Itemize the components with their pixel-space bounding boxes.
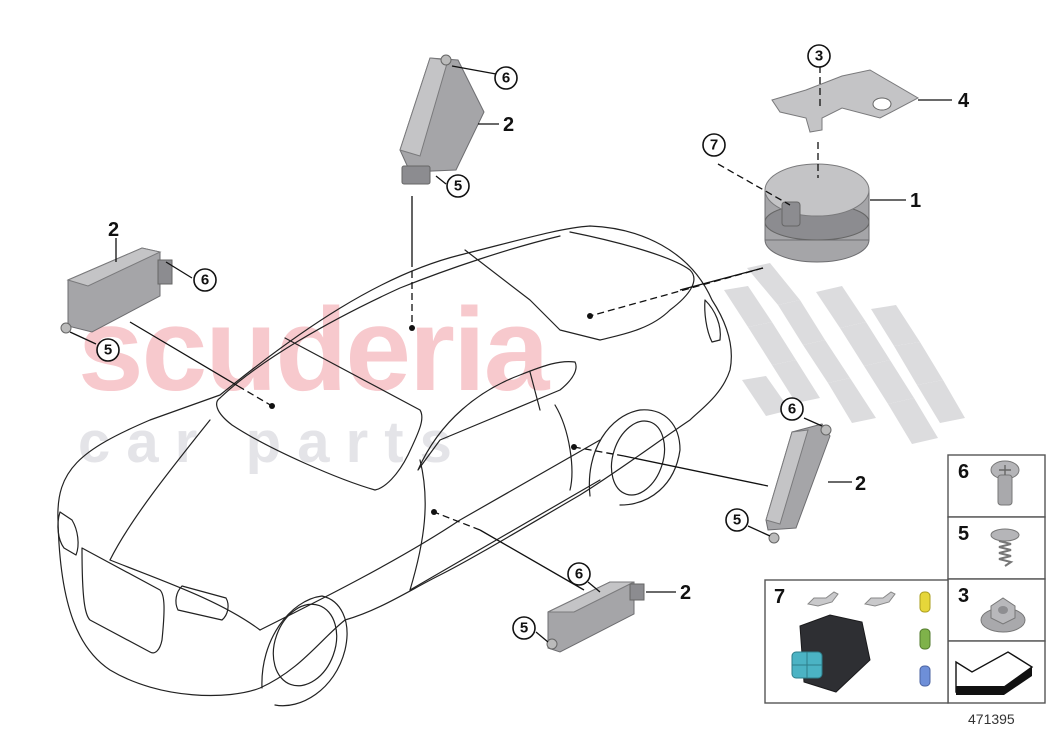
callout-5-front: 5 bbox=[512, 616, 536, 640]
svg-text:3: 3 bbox=[815, 48, 823, 65]
leader-7-to-siren bbox=[717, 163, 791, 206]
callout-2-front: 2 bbox=[680, 582, 691, 604]
callout-3: 3 bbox=[807, 44, 831, 68]
callout-5-windscreen: 5 bbox=[96, 338, 120, 362]
legend-panel: 6 5 3 7 bbox=[764, 454, 1046, 727]
svg-text:6: 6 bbox=[502, 70, 510, 87]
svg-text:3: 3 bbox=[958, 585, 969, 607]
legend-item-5 bbox=[947, 516, 1046, 580]
callout-6-front: 6 bbox=[567, 562, 591, 586]
callout-6-windscreen: 6 bbox=[193, 268, 217, 292]
callout-4: 4 bbox=[958, 90, 970, 112]
flange-nut-icon bbox=[980, 597, 1026, 633]
svg-text:7: 7 bbox=[774, 586, 785, 608]
svg-text:5: 5 bbox=[104, 342, 112, 359]
watermark-sub: c a r p a r t s bbox=[78, 410, 452, 475]
rear-door-control-module: 2 6 5 bbox=[571, 397, 866, 544]
svg-text:6: 6 bbox=[958, 461, 969, 483]
svg-text:6: 6 bbox=[575, 566, 583, 583]
car-outline bbox=[57, 225, 732, 707]
torx-bolt-icon bbox=[990, 460, 1020, 506]
callout-5-roof: 5 bbox=[446, 174, 470, 198]
self-tapping-screw-icon bbox=[990, 528, 1020, 567]
watermark: scuderia c a r p a r t s bbox=[78, 284, 553, 475]
bracket-part bbox=[771, 69, 920, 133]
svg-text:7: 7 bbox=[710, 137, 718, 154]
callout-6-roof: 6 bbox=[494, 66, 518, 90]
svg-text:5: 5 bbox=[454, 178, 462, 195]
callout-2-rear: 2 bbox=[855, 473, 866, 495]
seal-icons bbox=[919, 591, 931, 687]
callout-2-roof: 2 bbox=[503, 114, 514, 136]
callout-5-rear: 5 bbox=[725, 508, 749, 532]
diagram-id-number: 471395 bbox=[968, 711, 1015, 727]
siren-assembly: 1 4 3 7 bbox=[587, 44, 970, 319]
callout-7: 7 bbox=[702, 133, 726, 157]
svg-text:5: 5 bbox=[520, 620, 528, 637]
callout-1: 1 bbox=[910, 190, 921, 212]
roof-control-module: 2 6 5 bbox=[399, 54, 518, 331]
callout-6-rear: 6 bbox=[780, 397, 804, 421]
checkered-flag-graphic bbox=[724, 263, 965, 444]
callout-2-windscreen: 2 bbox=[108, 219, 119, 241]
svg-text:5: 5 bbox=[733, 512, 741, 529]
front-door-control-module: 2 6 5 bbox=[431, 509, 691, 653]
svg-text:6: 6 bbox=[201, 272, 209, 289]
connector-housing-icon bbox=[791, 614, 871, 693]
terminal-pin-icon bbox=[806, 591, 896, 607]
connector-kit-icon bbox=[791, 591, 931, 693]
windscreen-control-module: 2 6 5 bbox=[60, 219, 275, 409]
direction-arrow-icon bbox=[955, 651, 1034, 695]
svg-text:5: 5 bbox=[958, 523, 969, 545]
svg-text:6: 6 bbox=[788, 401, 796, 418]
watermark-main: scuderia bbox=[78, 284, 551, 416]
